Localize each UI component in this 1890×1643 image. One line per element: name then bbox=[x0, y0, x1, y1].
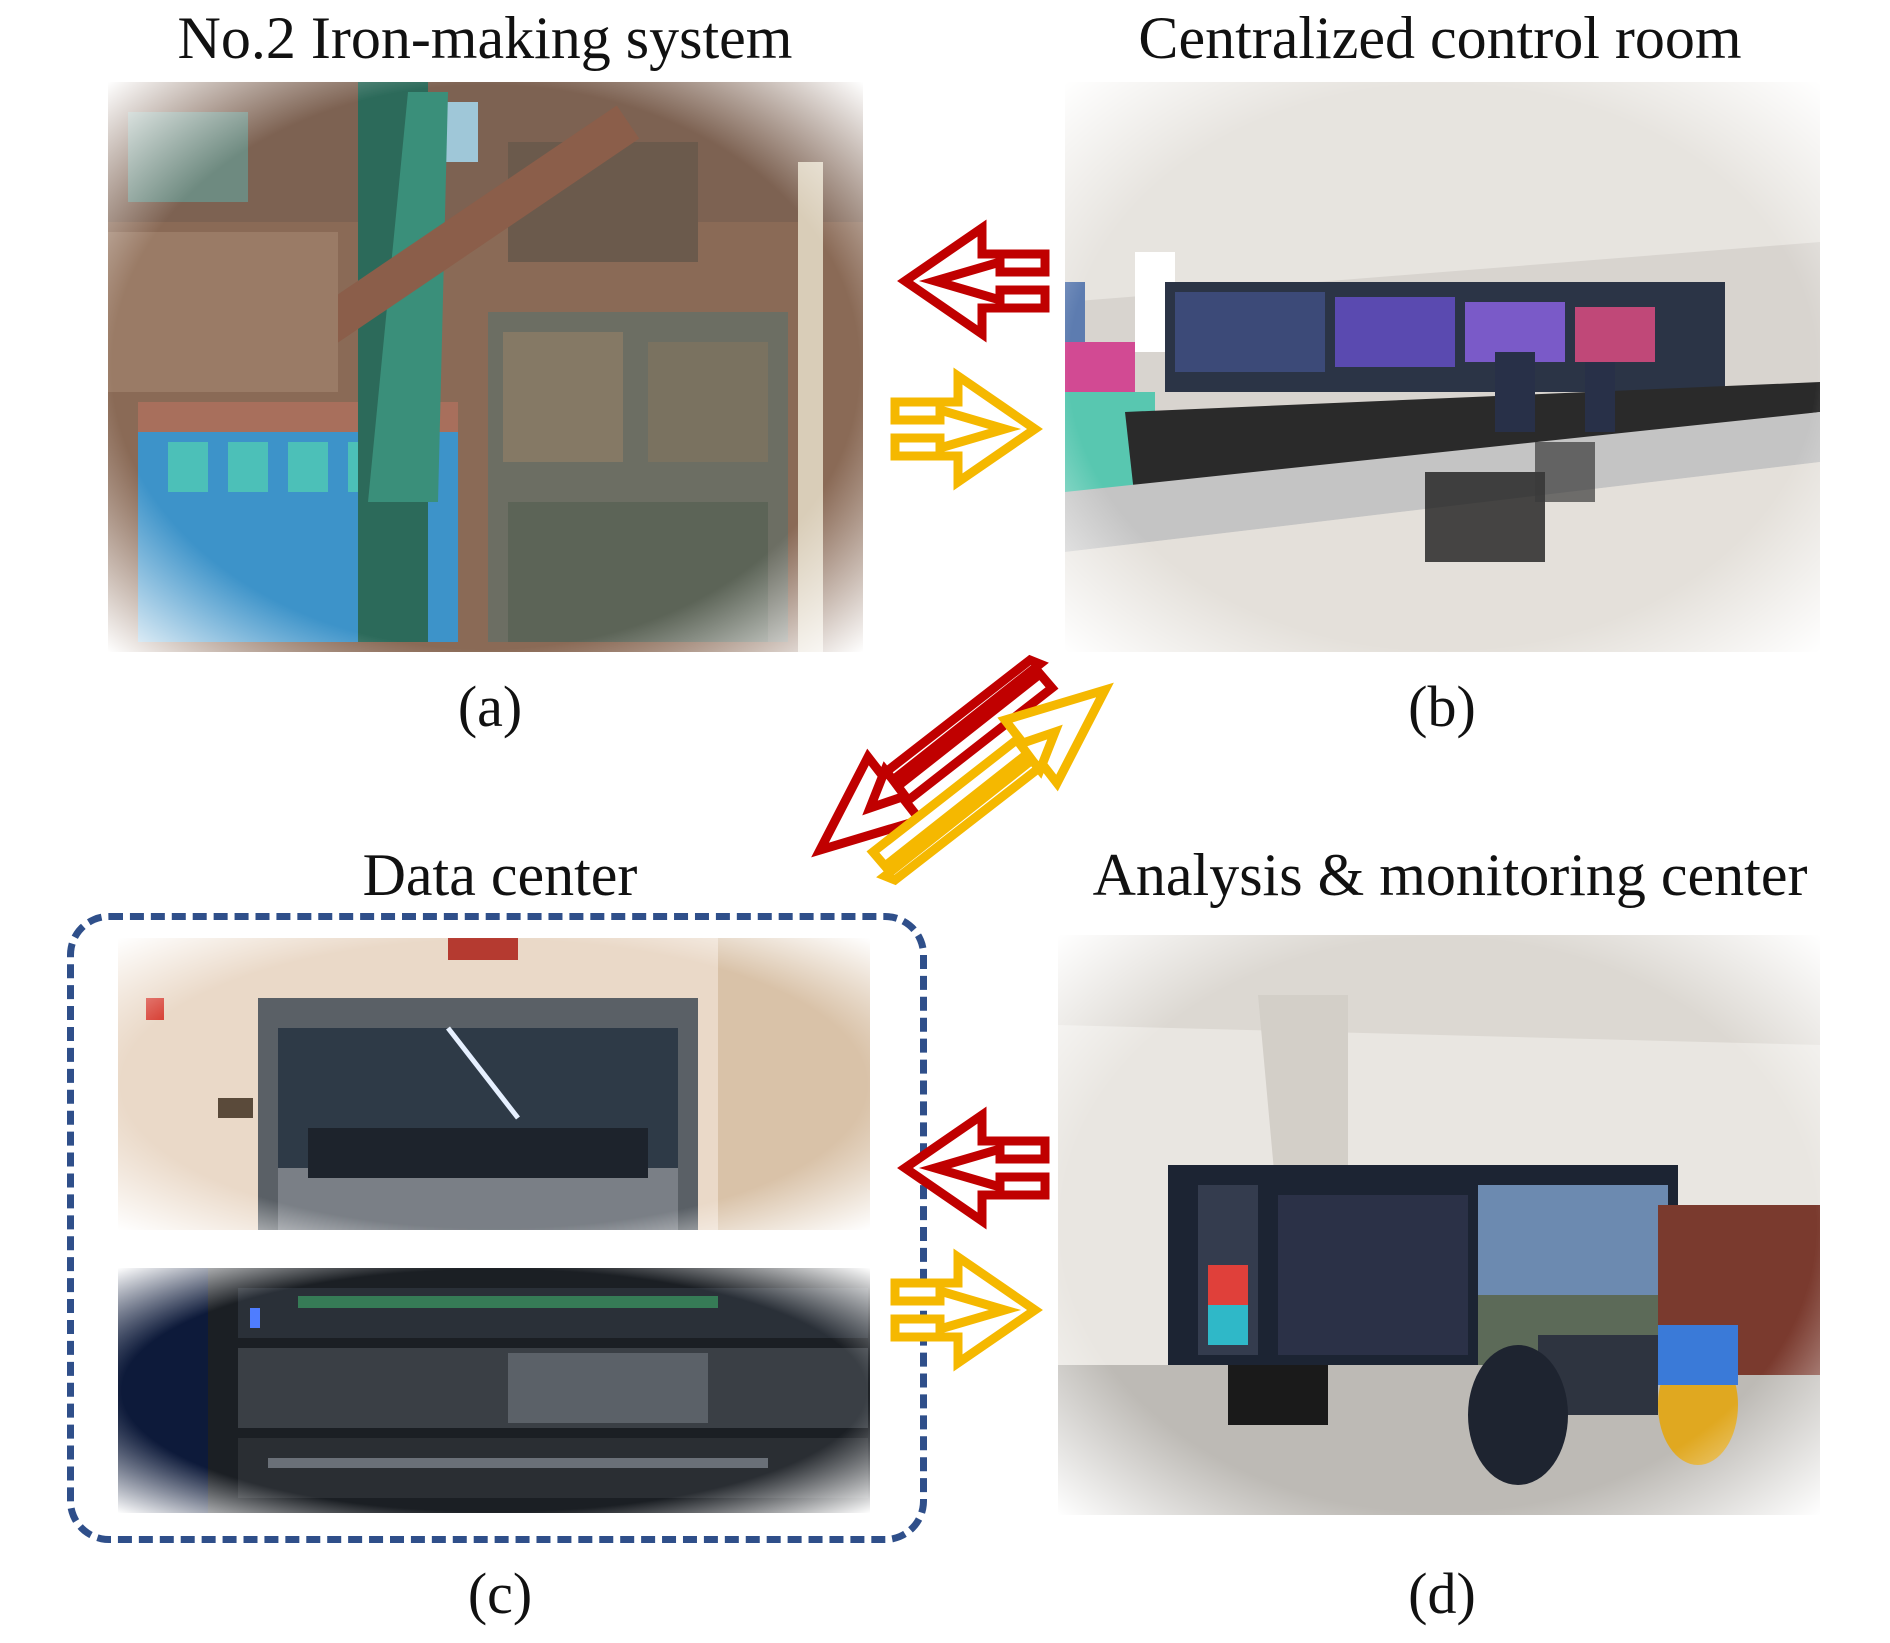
caption-b: (b) bbox=[1408, 674, 1476, 739]
arrow-control-to-datacenter bbox=[811, 654, 1059, 858]
title-data-center: Data center bbox=[362, 842, 638, 908]
analysis-center-photo bbox=[1058, 935, 1820, 1515]
arrow-control-to-plant bbox=[897, 219, 1050, 343]
caption-d: (d) bbox=[1408, 1561, 1476, 1626]
caption-a: (a) bbox=[457, 674, 523, 739]
arrow-plant-to-control bbox=[890, 367, 1043, 491]
server-rack-photo bbox=[118, 1268, 870, 1513]
title-control-room: Centralized control room bbox=[1138, 5, 1742, 71]
data-center-room-photo bbox=[118, 938, 870, 1230]
control-room-photo bbox=[1065, 82, 1820, 652]
title-analysis-center: Analysis & monitoring center bbox=[1092, 842, 1808, 908]
data-center-dashed-box bbox=[67, 913, 927, 1543]
ironmaking-plant-photo bbox=[108, 82, 863, 652]
caption-c: (c) bbox=[467, 1561, 533, 1626]
title-ironmaking-system: No.2 Iron-making system bbox=[177, 5, 793, 71]
